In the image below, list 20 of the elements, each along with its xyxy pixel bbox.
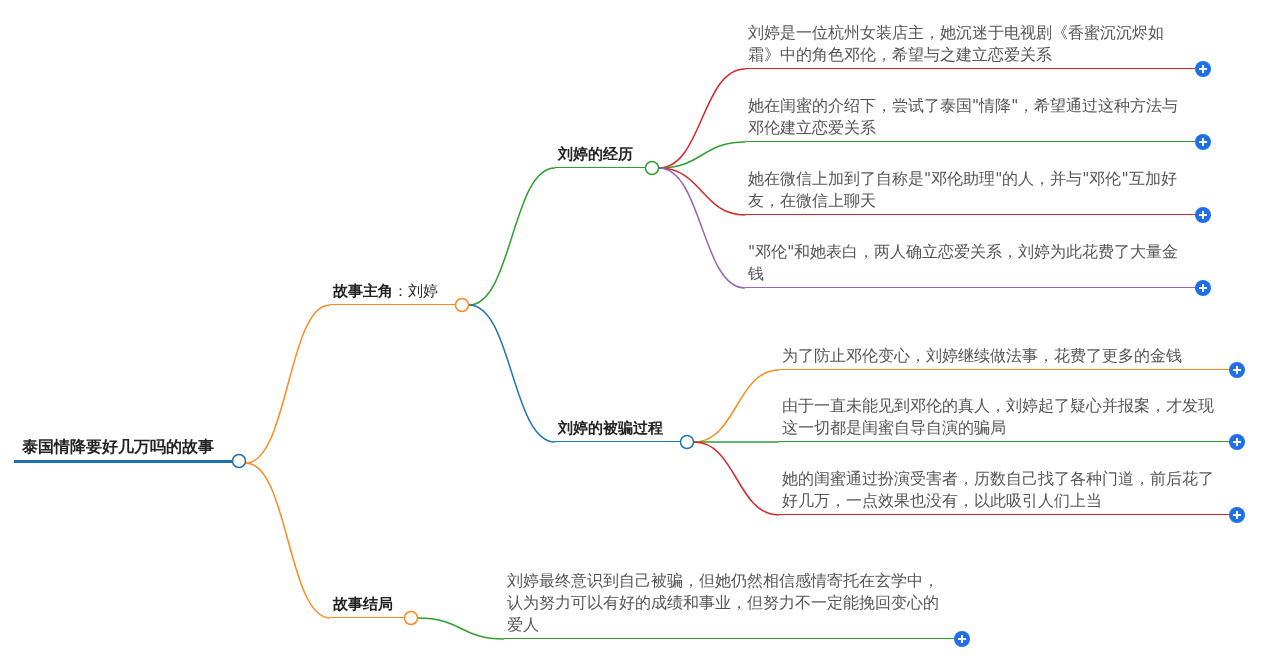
topic-text: 为了防止邓伦变心，刘婷继续做法事，花费了更多的金钱 <box>781 346 1183 367</box>
topic-text: "邓伦"和她表白，两人确立恋爱关系，刘婷为此花费了大量金钱 <box>747 242 1180 285</box>
branch-connector <box>658 167 746 289</box>
topic-text: 由于一直未能见到邓伦的真人，刘婷起了疑心并报案，才发现这一切都是闺蜜自导自演的骗局 <box>781 396 1215 439</box>
topic-text: 她的闺蜜通过扮演受害者，历数自己找了各种门道，前后花了好几万，一点效果也没有，以此吸引人们上当 <box>781 469 1215 512</box>
topic-text: 泰国情降要好几万吗的故事 <box>21 436 215 458</box>
topic-text: 她在微信上加到了自称是"邓伦助理"的人，并与"邓伦"互加好友，在微信上聊天 <box>747 169 1178 212</box>
topic-text: 故事主角：刘婷 <box>331 281 439 302</box>
topic-text: 刘婷是一位杭州女装店主，她沉迷于电视剧《香蜜沉沉烬如霜》中的角色邓伦，希望与之建立恋爱关系 <box>747 23 1165 66</box>
branch-connector <box>468 304 556 443</box>
topic-text: 刘婷的经历 <box>557 144 634 165</box>
branch-connector <box>417 617 505 640</box>
branch-connector <box>245 462 331 619</box>
branch-connector <box>693 441 780 516</box>
topic-text: 刘婷最终意识到自己被骗，但她仍然相信感情寄托在玄学中，认为努力可以有好的成绩和事业，但努力不一定能挽回变心的爱人 <box>506 571 940 636</box>
topic-text: 刘婷的被骗过程 <box>557 418 664 439</box>
branch-connector <box>245 304 331 464</box>
branch-connector <box>693 441 780 443</box>
topic-text: 故事结局 <box>331 594 394 615</box>
topic-text: 她在闺蜜的介绍下，尝试了泰国"情降"，希望通过这种方法与邓伦建立恋爱关系 <box>747 96 1180 139</box>
